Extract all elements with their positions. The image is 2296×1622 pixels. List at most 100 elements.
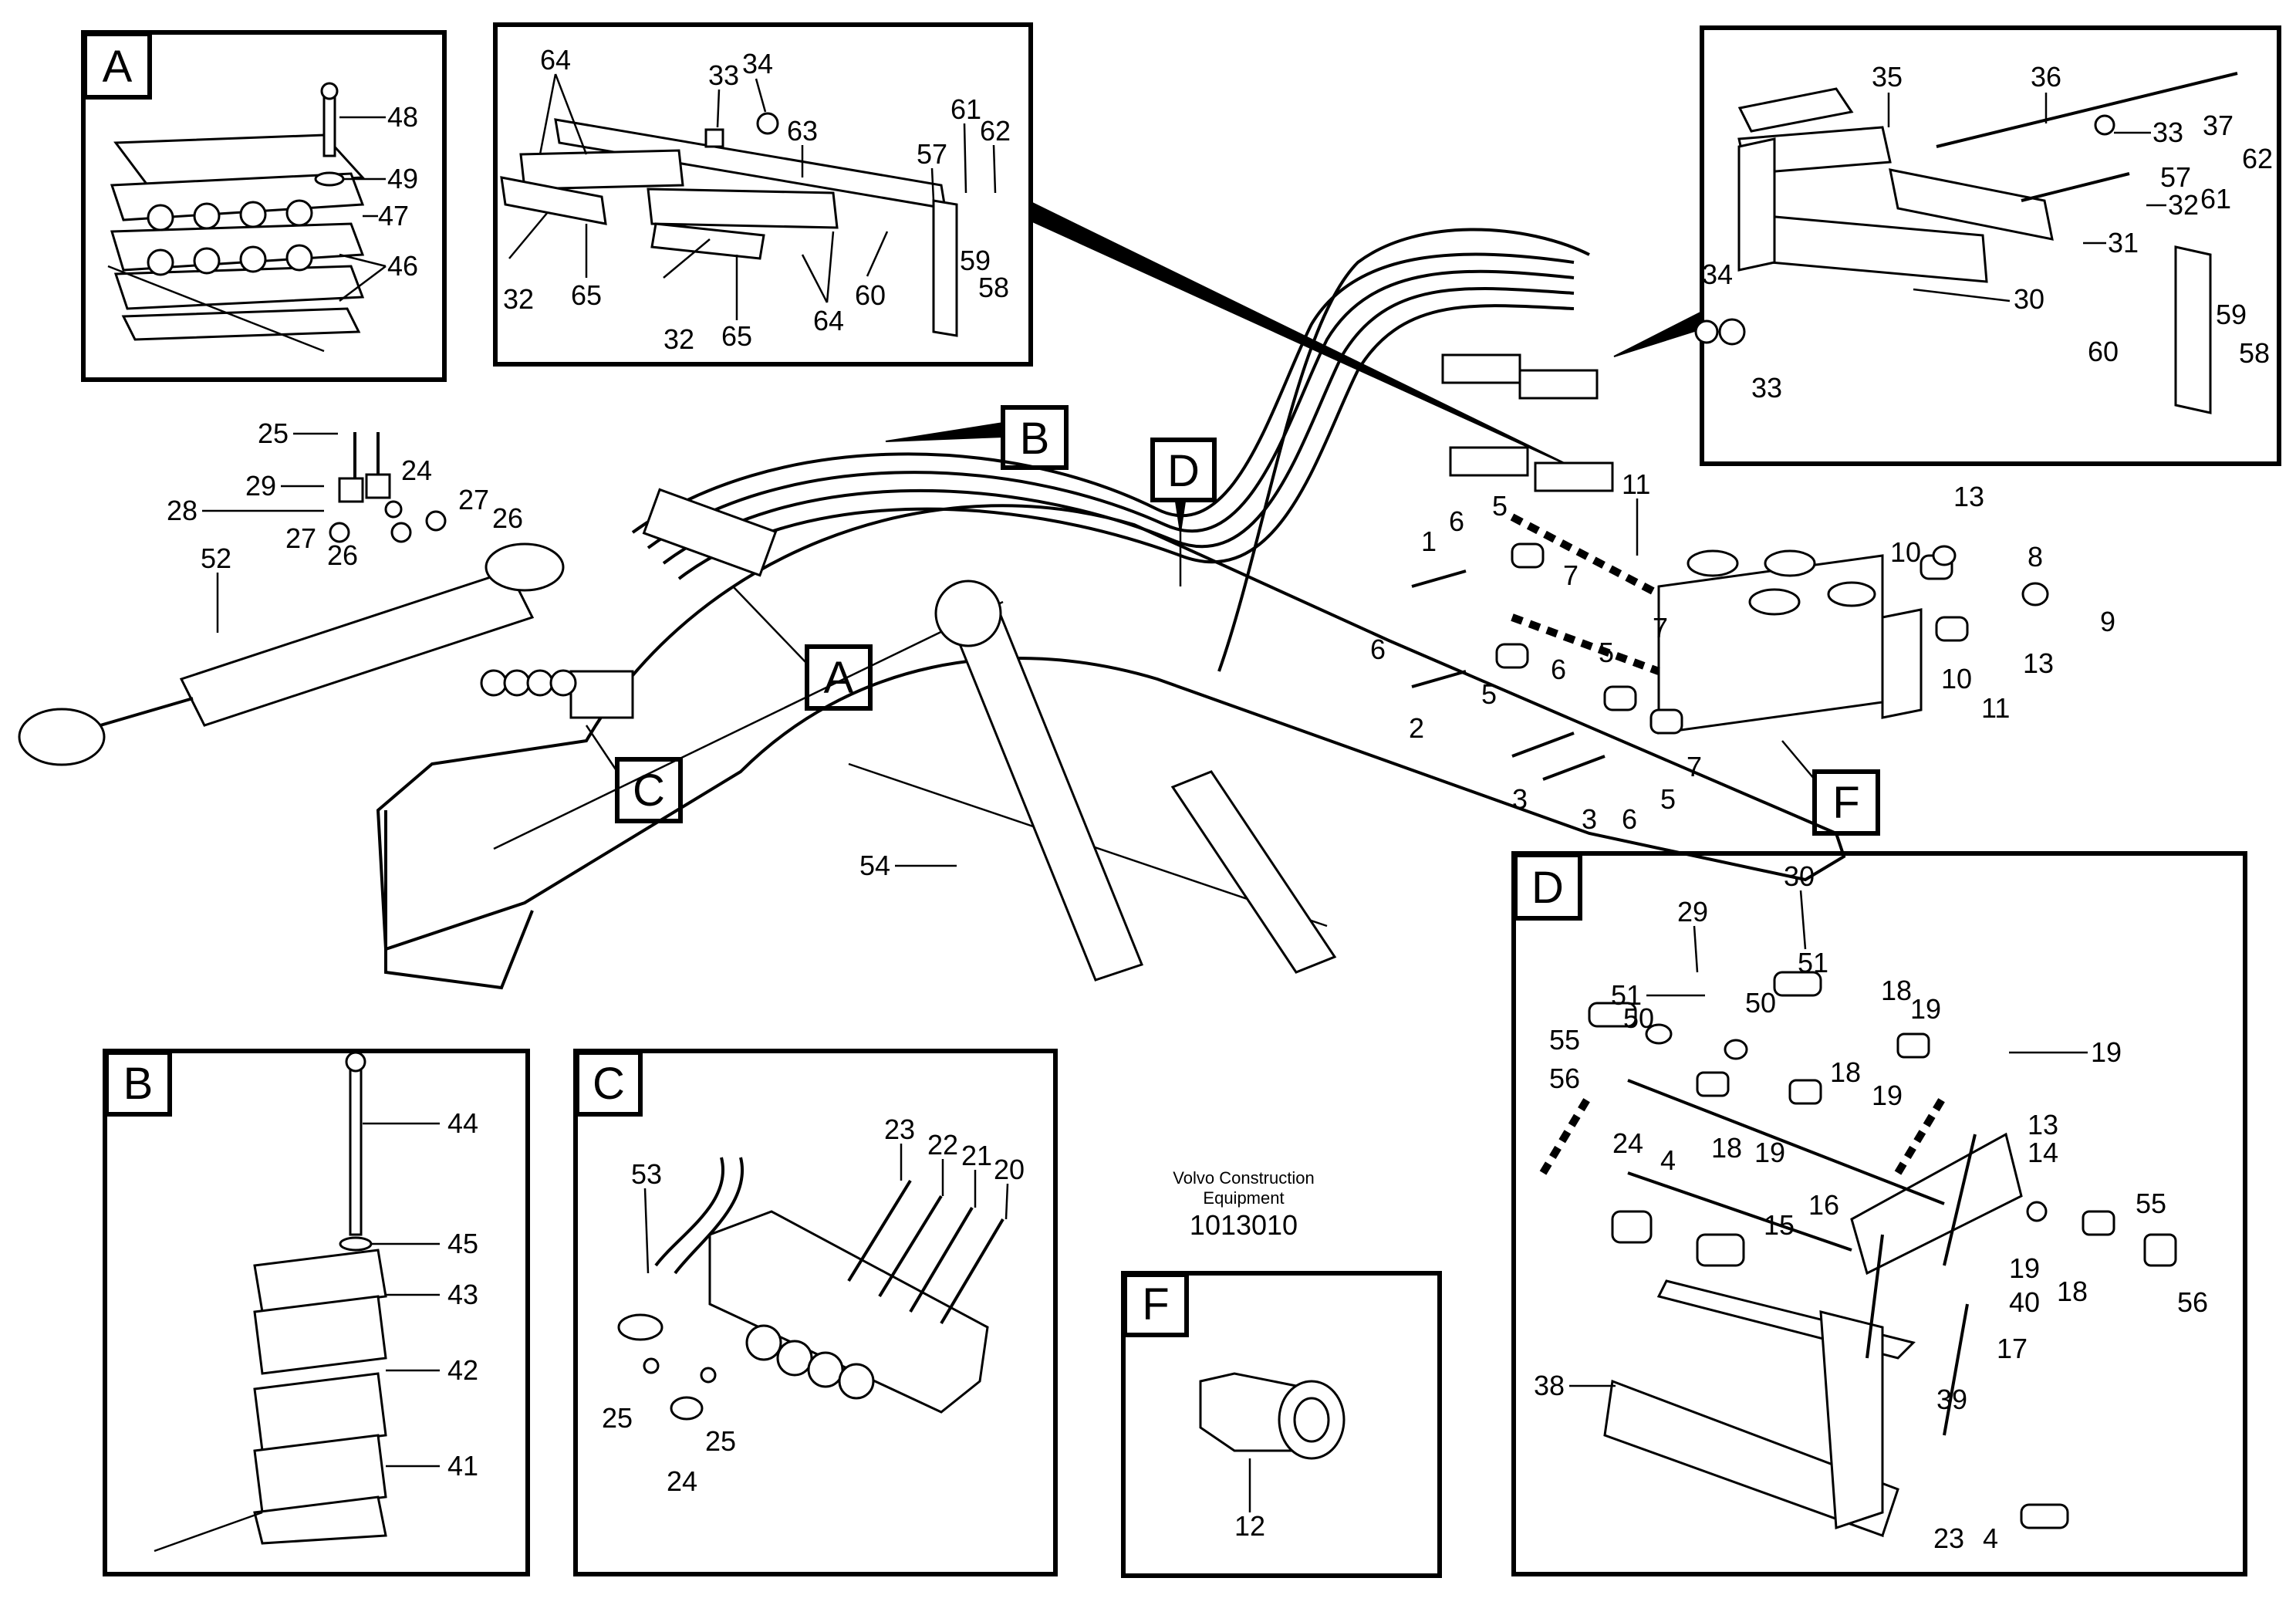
svg-text:26: 26 [327, 539, 358, 571]
svg-text:24: 24 [667, 1465, 697, 1497]
svg-text:30: 30 [1784, 860, 1815, 892]
svg-text:42: 42 [447, 1354, 478, 1386]
svg-text:63: 63 [787, 115, 818, 147]
valve-fittings-drawing [1411, 542, 2049, 781]
valve-block-drawing [1510, 513, 1923, 735]
svg-text:50: 50 [1623, 1002, 1654, 1034]
svg-text:53: 53 [631, 1158, 662, 1190]
panel-tag-a: A [83, 32, 152, 100]
svg-text:19: 19 [1754, 1137, 1785, 1168]
svg-text:4: 4 [1660, 1144, 1676, 1176]
main-drawing-labels: 25 24 29 28 27 26 27 26 52 54 11 13 5 6 … [167, 417, 2115, 881]
detail-panel-b-frame [103, 1049, 530, 1576]
svg-text:B: B [123, 1059, 154, 1109]
detail-panel-clamp-frame [493, 22, 1033, 367]
svg-text:43: 43 [447, 1279, 478, 1310]
svg-text:24: 24 [401, 454, 432, 486]
svg-text:16: 16 [1808, 1189, 1839, 1221]
svg-text:19: 19 [1910, 993, 1941, 1025]
svg-text:28: 28 [167, 495, 198, 526]
panel-b-labels: 44 45 43 42 41 [363, 1107, 478, 1482]
svg-text:51: 51 [1611, 979, 1642, 1011]
svg-text:41: 41 [447, 1450, 478, 1482]
svg-text:34: 34 [1702, 259, 1733, 290]
leader-wedge-right-panel [1613, 310, 1703, 357]
svg-text:13: 13 [2023, 647, 2054, 679]
svg-text:13: 13 [2028, 1109, 2058, 1140]
clamp-panel-drawing [500, 112, 958, 337]
panel-d-drawing [1539, 971, 2177, 1538]
svg-text:Equipment: Equipment [1203, 1188, 1284, 1208]
callout-tag-a: A [732, 586, 873, 711]
label-part-12: 12 [1234, 1510, 1265, 1542]
svg-text:7: 7 [1563, 559, 1578, 591]
panel-tag-d: D [1513, 853, 1582, 921]
svg-text:58: 58 [2239, 337, 2270, 369]
svg-text:64: 64 [540, 44, 571, 76]
panel-c-labels: 23 22 21 20 53 25 24 25 [602, 1113, 1025, 1497]
svg-text:B: B [1020, 414, 1050, 464]
svg-text:29: 29 [1677, 896, 1708, 928]
svg-text:F: F [1142, 1279, 1169, 1330]
svg-text:56: 56 [1549, 1063, 1580, 1094]
panel-tag-f: F [1123, 1272, 1189, 1337]
svg-text:8: 8 [2028, 541, 2043, 573]
svg-text:56: 56 [2177, 1286, 2208, 1318]
svg-text:37: 37 [2203, 110, 2234, 141]
svg-text:35: 35 [1872, 61, 1903, 93]
callout-tag-b: B [885, 405, 1069, 470]
detail-panel-clamp-right-frame [1700, 25, 2281, 466]
svg-text:27: 27 [458, 484, 489, 515]
svg-text:55: 55 [1549, 1024, 1580, 1056]
svg-text:27: 27 [285, 522, 316, 554]
svg-text:55: 55 [2136, 1188, 2166, 1219]
svg-text:F: F [1832, 778, 1859, 828]
detail-panel-f-frame [1121, 1271, 1442, 1578]
svg-text:51: 51 [1798, 947, 1828, 978]
svg-text:5: 5 [1492, 490, 1508, 522]
svg-text:17: 17 [1997, 1333, 2028, 1364]
clamp-panel-labels: 64 33 34 63 57 61 62 32 65 32 65 64 60 5… [503, 44, 1011, 355]
callout-tag-f: F [1781, 740, 1880, 836]
svg-text:33: 33 [708, 59, 739, 91]
svg-text:31: 31 [2108, 227, 2139, 259]
svg-text:59: 59 [960, 245, 991, 276]
svg-text:65: 65 [721, 320, 752, 352]
svg-text:62: 62 [980, 115, 1011, 147]
svg-text:25: 25 [258, 417, 289, 449]
svg-text:6: 6 [1551, 654, 1566, 685]
svg-text:Volvo Construction: Volvo Construction [1173, 1168, 1314, 1188]
svg-text:D: D [1167, 446, 1200, 496]
svg-text:18: 18 [1881, 975, 1912, 1006]
panel-c-drawing [617, 1157, 1004, 1421]
svg-text:38: 38 [1534, 1370, 1565, 1401]
svg-text:58: 58 [978, 272, 1009, 303]
svg-text:48: 48 [387, 101, 418, 133]
svg-text:6: 6 [1622, 803, 1637, 835]
svg-text:19: 19 [2091, 1036, 2122, 1068]
svg-text:34: 34 [742, 48, 773, 79]
svg-text:19: 19 [2009, 1252, 2040, 1284]
svg-text:C: C [593, 1059, 625, 1109]
svg-text:5: 5 [1599, 637, 1614, 668]
svg-text:57: 57 [2160, 161, 2191, 193]
svg-text:5: 5 [1481, 678, 1497, 710]
svg-text:40: 40 [2009, 1286, 2040, 1318]
svg-text:39: 39 [1936, 1384, 1967, 1415]
svg-text:25: 25 [705, 1425, 736, 1457]
svg-text:18: 18 [1830, 1056, 1861, 1088]
panel-f-drawing [1199, 1372, 1346, 1512]
svg-text:62: 62 [2242, 143, 2273, 174]
svg-text:61: 61 [950, 93, 981, 125]
svg-text:47: 47 [378, 200, 409, 231]
clamp-right-panel-drawing [1694, 72, 2238, 414]
svg-text:7: 7 [1653, 612, 1668, 644]
svg-text:10: 10 [1941, 663, 1972, 694]
svg-text:44: 44 [447, 1107, 478, 1139]
svg-text:6: 6 [1449, 505, 1464, 537]
svg-text:11: 11 [1622, 468, 1650, 500]
svg-text:59: 59 [2216, 299, 2247, 330]
callout-tag-d: D [1150, 438, 1217, 586]
svg-text:3: 3 [1582, 803, 1597, 835]
